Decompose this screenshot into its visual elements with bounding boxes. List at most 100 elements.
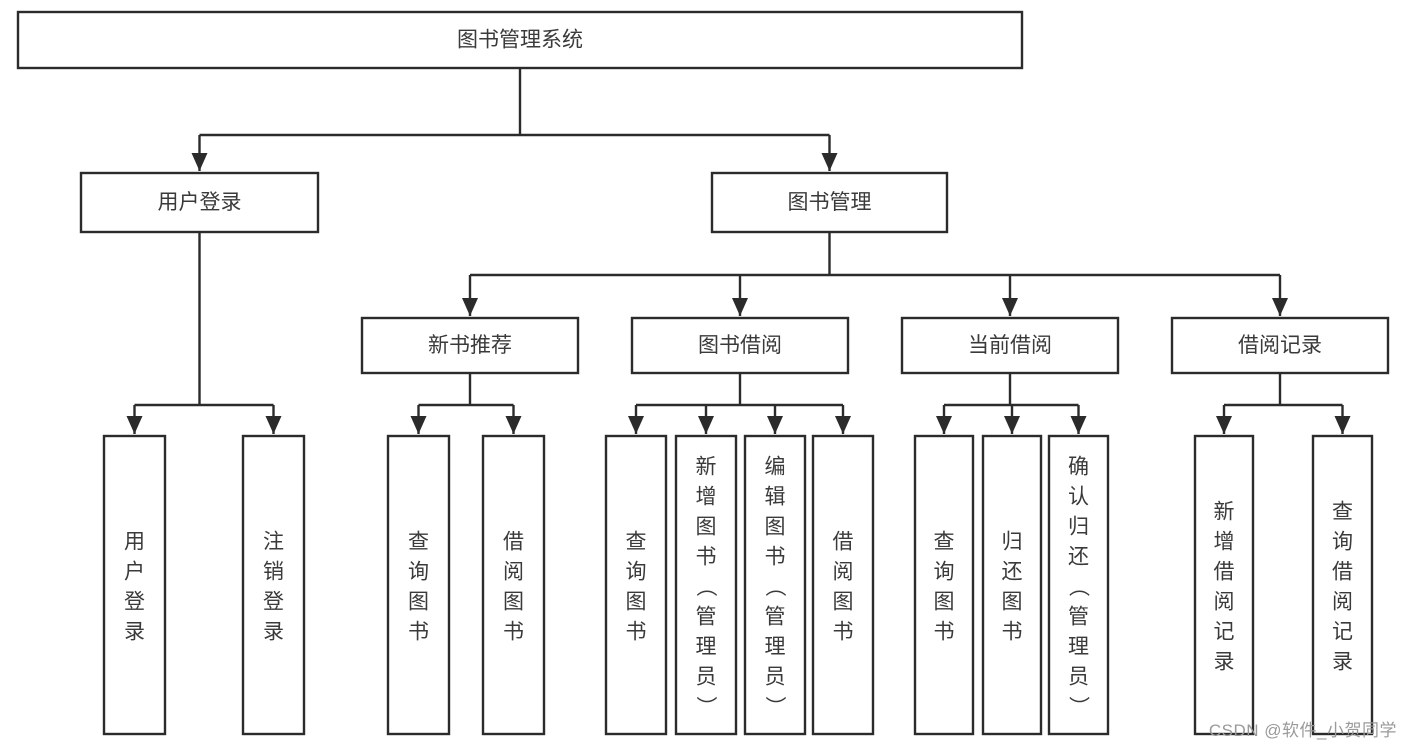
node-label-char: 注 [263,530,284,553]
node-label-char: 借 [503,530,524,553]
arrow-head-icon [1272,298,1288,316]
node-box-borrow-record [1170,316,1390,375]
node-label-char: ） [694,696,717,717]
arrow-head-icon [410,416,427,434]
node-label-char: 录 [124,620,145,643]
arrow-head-icon [505,416,522,434]
node-layer: 图书管理系统用户登录图书管理新书推荐图书借阅当前借阅借阅记录用户登录注销登录查询… [16,10,1390,736]
node-label-char: 询 [1332,530,1353,553]
node-label-char: 录 [1332,650,1353,673]
node-box-leaf-query-book-3 [913,434,975,736]
node-label-char: 书 [408,620,429,643]
node-borrow-record[interactable]: 借阅记录 [1170,316,1390,375]
arrow-head-icon [1216,416,1232,434]
node-box-book-borrow [630,316,850,375]
node-label-char: 员 [696,665,717,688]
arrow-head-icon [628,416,644,434]
arrow-head-icon [265,416,282,434]
node-label-char: 销 [263,560,284,583]
node-label-char: 记 [1214,620,1235,643]
node-label-char: 还 [1002,560,1023,583]
arrow-head-icon [191,153,208,171]
node-box-leaf-add-record [1193,434,1255,736]
node-label-book-management: 图书管理 [788,191,872,214]
node-label-char: 认 [1068,485,1089,508]
node-box-root [16,10,1024,70]
arrow-head-icon [462,298,478,316]
node-label-char: 辑 [765,485,786,508]
node-label-char: 图 [408,590,429,613]
node-label-char: （ [763,576,786,597]
node-label-char: 户 [124,560,145,583]
node-label-char: 阅 [503,560,524,583]
node-leaf-user-login[interactable]: 用户登录 [102,434,167,736]
node-box-leaf-confirm-return [1047,434,1110,736]
node-label-current-borrow: 当前借阅 [968,334,1052,357]
node-label-char: 图 [765,515,786,538]
node-label-char: 借 [833,530,854,553]
node-label-char: 查 [934,530,955,553]
node-book-management[interactable]: 图书管理 [710,171,949,234]
node-box-new-book-recommend [360,316,580,375]
node-book-borrow[interactable]: 图书借阅 [630,316,850,375]
node-label-char: 归 [1068,515,1089,538]
node-label-char: 借 [1332,560,1353,583]
node-label-char: 图 [626,590,647,613]
node-label-char: 书 [934,620,955,643]
node-label-char: 书 [503,620,524,643]
node-label-char: （ [1067,576,1090,597]
node-current-borrow[interactable]: 当前借阅 [900,316,1120,375]
node-label-book-borrow: 图书借阅 [698,334,782,357]
node-label-char: 录 [1214,650,1235,673]
node-box-leaf-borrow-book-2 [811,434,875,736]
node-label-char: 员 [765,665,786,688]
node-root[interactable]: 图书管理系统 [16,10,1024,70]
node-box-leaf-logout [241,434,306,736]
arrow-head-icon [732,298,748,316]
arrow-head-icon [1004,416,1020,434]
node-label-char: 查 [626,530,647,553]
node-user-login[interactable]: 用户登录 [79,171,320,234]
node-label-char: 书 [833,620,854,643]
node-label-char: 书 [626,620,647,643]
node-box-book-management [710,171,949,234]
node-label-char: 录 [263,620,284,643]
csdn-watermark: CSDN @软件_小贺同学 [1208,721,1397,740]
node-label-char: 确 [1068,455,1089,478]
node-label-char: 记 [1332,620,1353,643]
node-label-new-book-recommend: 新书推荐 [428,334,512,357]
node-box-leaf-borrow-book-1 [481,434,546,736]
node-box-leaf-user-login [102,434,167,736]
node-label-char: 查 [1332,500,1353,523]
node-label-char: 查 [408,530,429,553]
node-label-char: 增 [1214,530,1235,553]
arrow-head-icon [1070,416,1087,434]
node-label-char: 图 [833,590,854,613]
node-label-user-login: 用户登录 [158,191,242,214]
node-label-char: 书 [1002,620,1023,643]
arrow-head-icon [126,416,143,434]
node-label-char: 增 [696,485,717,508]
node-label-char: 用 [124,530,145,553]
node-label-char: （ [694,576,717,597]
node-box-leaf-edit-book [743,434,807,736]
node-box-leaf-add-book [674,434,738,736]
node-label-char: 编 [765,455,786,478]
node-new-book-recommend[interactable]: 新书推荐 [360,316,580,375]
node-box-leaf-query-record [1311,434,1374,736]
node-label-char: 管 [1068,605,1089,628]
